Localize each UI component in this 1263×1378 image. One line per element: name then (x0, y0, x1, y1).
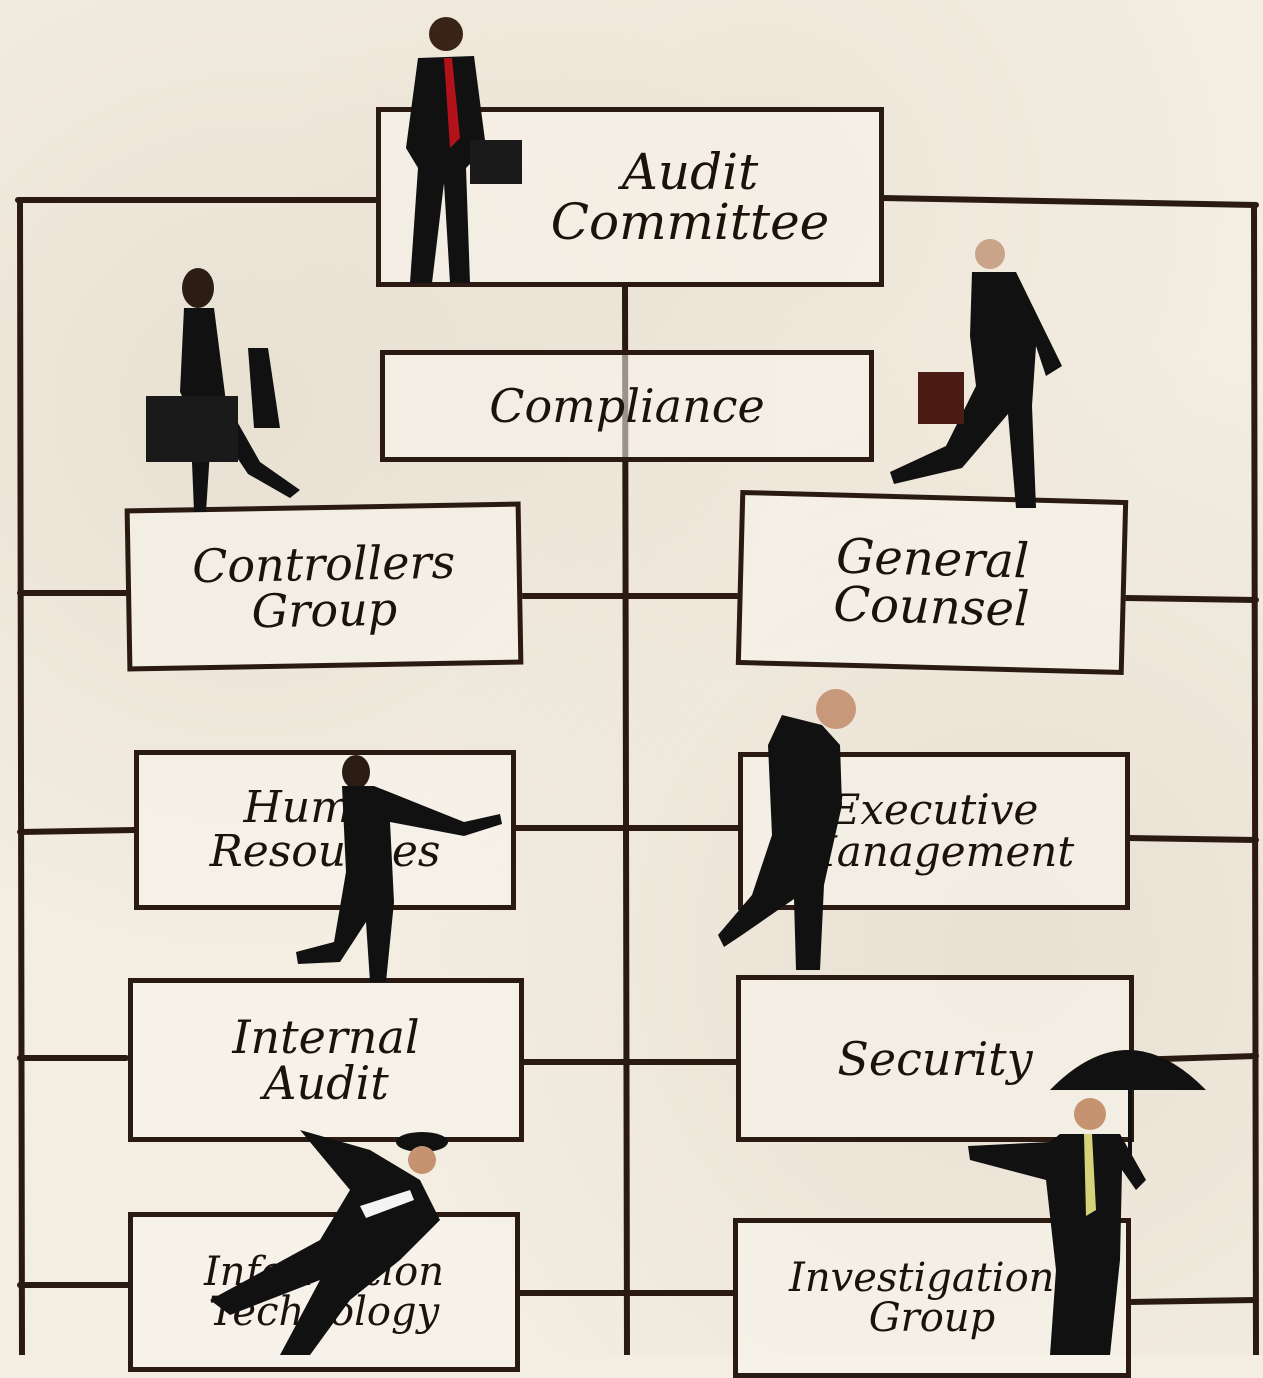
right-vertical-line (1251, 202, 1259, 1355)
security-label: Security (837, 1031, 1033, 1086)
compliance-label: Compliance (489, 379, 765, 433)
businesswoman-balancing-figure (296, 755, 502, 982)
top-right-connector (879, 195, 1259, 208)
internal-audit-label: Internal Audit (232, 1010, 420, 1110)
briefcase-icon (918, 372, 964, 424)
general-counsel-box: General Counsel (735, 489, 1129, 676)
businessman-walking-figure (890, 239, 1062, 508)
security-box: Security (736, 975, 1134, 1142)
executive-management-label: Executive Management (793, 785, 1075, 876)
controllers-group-label: Controllers Group (191, 534, 456, 638)
businessman-hat-figure (210, 1130, 448, 1355)
internal-audit-box: Internal Audit (128, 978, 524, 1142)
businesswoman-figure (146, 268, 300, 512)
general-counsel-label: General Counsel (832, 527, 1030, 638)
investigations-group-label: Investigations Group (789, 1255, 1075, 1341)
umbrella-icon (1050, 1050, 1206, 1090)
compliance-box: Compliance (380, 350, 874, 462)
audit-committee-label: Audit Committee (550, 143, 830, 251)
bald-businessman-figure (718, 689, 856, 970)
center-vertical-line (622, 282, 630, 1355)
human-resources-box: Human Resources (134, 750, 516, 910)
briefcase-icon (146, 396, 238, 462)
briefcase-icon (470, 140, 522, 184)
left-vertical-line (17, 197, 25, 1355)
controllers-group-box: Controllers Group (124, 501, 524, 672)
businessman-figure (406, 17, 522, 283)
businessman-umbrella-figure (968, 1050, 1206, 1355)
